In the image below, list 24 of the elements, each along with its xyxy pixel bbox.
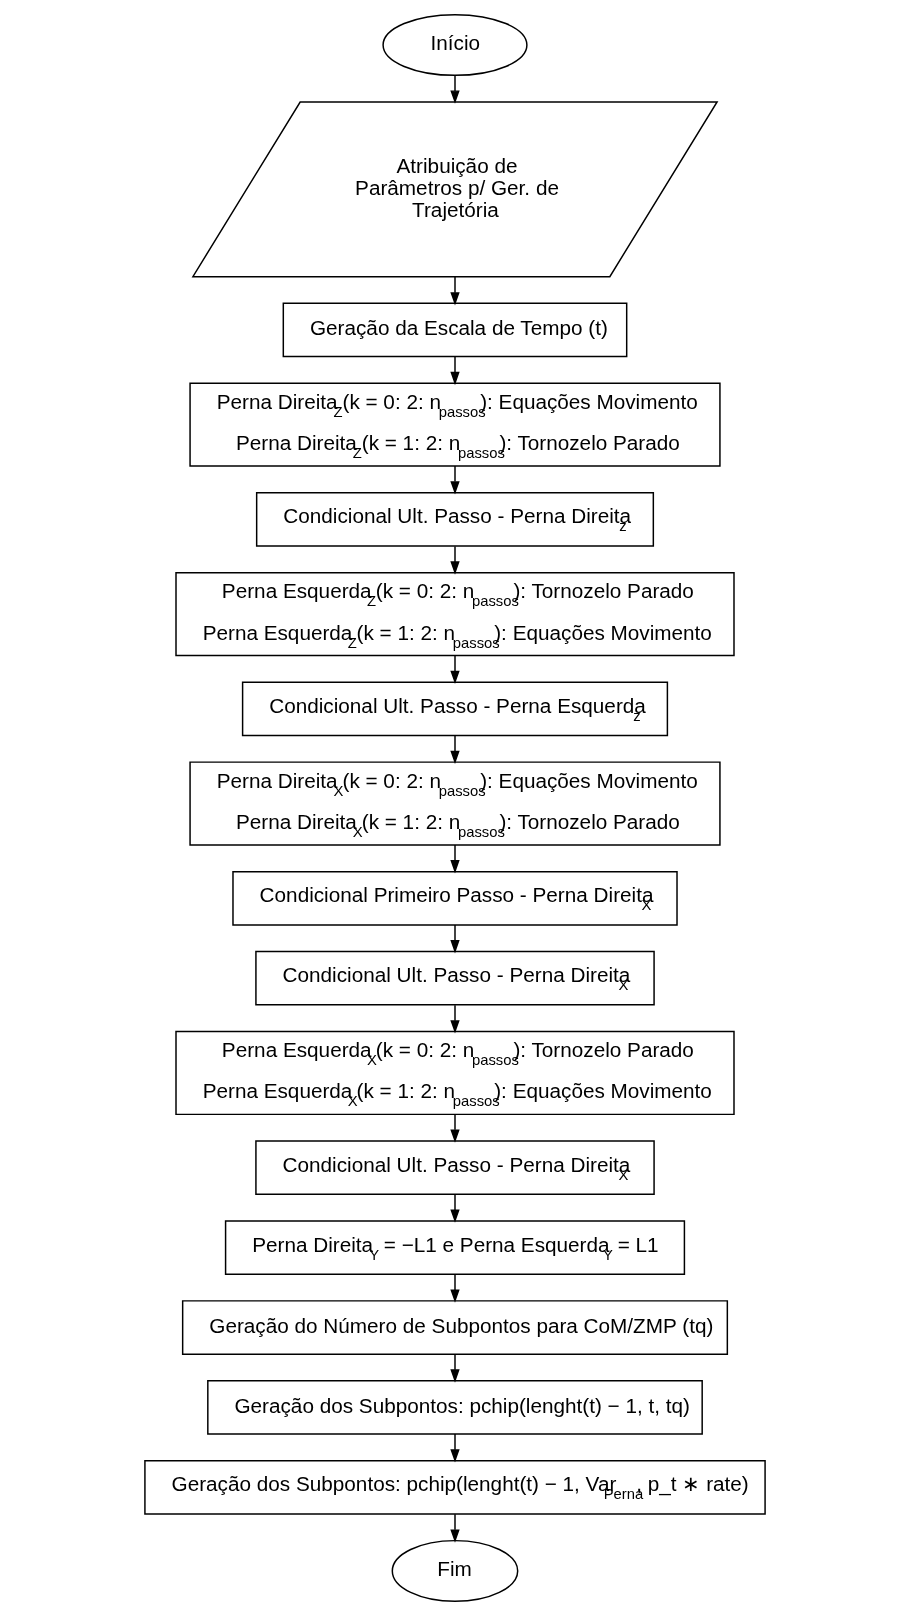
arrow	[449, 1273, 460, 1303]
arrow	[449, 1193, 460, 1223]
arrow	[449, 844, 460, 874]
node-ellipse: Início	[381, 13, 528, 77]
arrow	[449, 276, 460, 306]
arrow	[449, 1004, 460, 1034]
arrow	[449, 735, 460, 765]
node-box: Geração da Escala de Tempo (t)	[282, 302, 627, 358]
arrow	[449, 465, 460, 495]
arrow	[449, 924, 460, 954]
arrow	[449, 654, 460, 684]
arrow	[449, 75, 460, 104]
arrow	[449, 356, 460, 386]
arrow	[449, 1513, 460, 1543]
node-box: Geração dos Subpontos: pchip(lenght(t) − 1, t, tq)	[206, 1380, 703, 1435]
arrow	[449, 1113, 460, 1143]
node-box: Perna Esquerda$_{X}$(k = 0: 2: n$_{passos}$): Tornozelo Parado Perna Esquerda$_{X}$(k = 1: 2: n$_{passos}$): Equações Movimento	[174, 1030, 735, 1116]
arrow	[449, 545, 460, 575]
node-box: Geração do Número de Subpontos para CoM/ZMP (tq)	[181, 1300, 728, 1355]
node-box: Perna Direita$_{Z}$(k = 0: 2: n$_{passos}$): Equações Movimento Perna Direita$_{Z}$(k = 1: 2: n$_{passos}$): Tornozelo Parado	[188, 382, 721, 467]
node-box: Perna Esquerda$_{Z}$(k = 0: 2: n$_{passos}$): Tornozelo Parado Perna Esquerda$_{Z}$(k = 1: 2: n$_{passos}$): Equações Movimento	[174, 571, 735, 657]
node-ellipse: Fim	[391, 1539, 518, 1603]
arrow	[449, 1353, 460, 1383]
arrow	[449, 1433, 460, 1463]
